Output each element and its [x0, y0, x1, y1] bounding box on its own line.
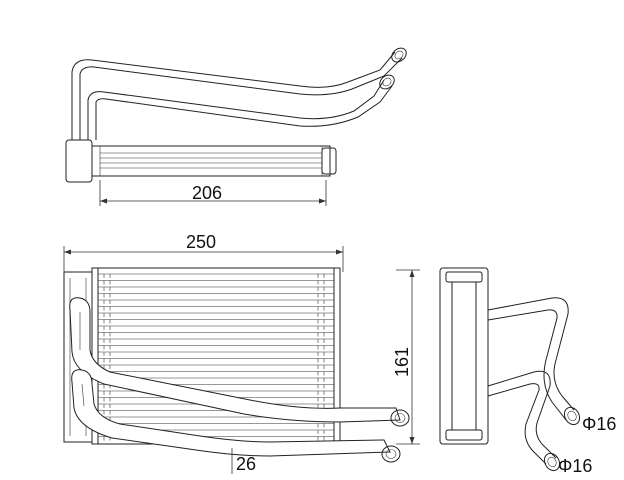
top-view-tank — [65, 139, 93, 183]
side-view-pipes — [487, 297, 581, 472]
dimension-161-label: 161 — [392, 347, 412, 377]
dimension-250: 250 — [63, 232, 344, 272]
pipe-diameter-upper-label: Φ16 — [582, 414, 616, 434]
front-view-pipes — [69, 297, 410, 463]
dimension-206: 206 — [99, 180, 327, 206]
top-view-pipes — [71, 47, 407, 140]
side-view: Φ16 Φ16 — [439, 267, 616, 476]
top-view: 206 — [65, 47, 407, 206]
pipe-diameter-lower-label: Φ16 — [558, 456, 592, 476]
dimension-161: 161 — [392, 269, 420, 445]
dimension-206-label: 206 — [192, 183, 222, 203]
top-view-core — [91, 145, 337, 177]
dimension-26-label: 26 — [236, 454, 256, 474]
front-view: 250 1 — [63, 232, 420, 474]
side-view-core — [439, 267, 489, 445]
dimension-250-label: 250 — [186, 232, 216, 252]
dimension-26: 26 — [231, 448, 256, 474]
